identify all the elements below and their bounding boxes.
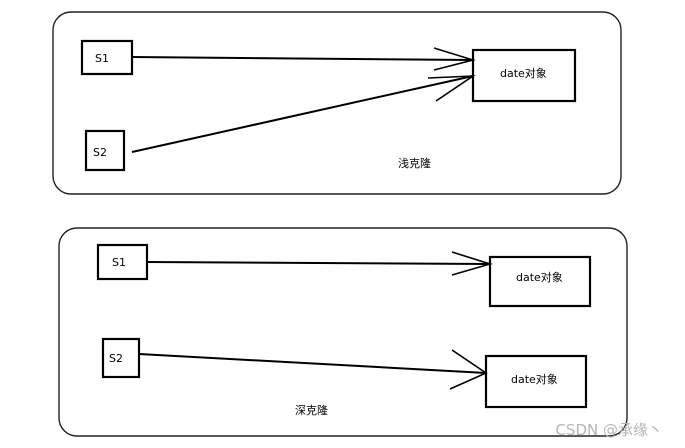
s2-arrowhead bbox=[427, 75, 476, 102]
date-object-box-1 bbox=[488, 255, 592, 308]
shallow-clone-caption: 浅克隆 bbox=[398, 156, 431, 170]
deep-clone-caption: 深克隆 bbox=[295, 403, 328, 417]
s1-label: S1 bbox=[112, 256, 126, 269]
s2-label: S2 bbox=[93, 146, 107, 159]
deep-clone-frame bbox=[58, 227, 628, 437]
s1-label: S1 bbox=[95, 52, 109, 65]
s2-label: S2 bbox=[109, 352, 123, 365]
deep-clone-panel: S1 S2 date对象 date对象 深克隆 bbox=[58, 227, 628, 437]
s1-arrowhead bbox=[451, 251, 493, 276]
shallow-clone-panel: S1 S2 date对象 浅克隆 bbox=[52, 11, 622, 195]
date-object-box-2 bbox=[484, 354, 588, 409]
s1-box bbox=[80, 39, 134, 76]
s2-reference-arrow bbox=[138, 353, 487, 374]
s1-reference-arrow bbox=[146, 261, 491, 265]
date-object-label-1: date对象 bbox=[516, 270, 563, 284]
shallow-clone-frame bbox=[52, 11, 622, 195]
date-object-label-2: date对象 bbox=[511, 372, 558, 386]
s2-arrowhead bbox=[449, 349, 488, 390]
s2-box bbox=[101, 337, 141, 379]
s2-reference-arrow bbox=[131, 75, 474, 153]
s1-reference-arrow bbox=[131, 56, 474, 61]
s1-arrowhead bbox=[433, 47, 476, 71]
watermark: CSDN @承缘丶 bbox=[555, 421, 663, 439]
s2-box bbox=[84, 129, 126, 172]
date-object-label: date对象 bbox=[500, 66, 547, 80]
date-object-box bbox=[471, 48, 577, 103]
